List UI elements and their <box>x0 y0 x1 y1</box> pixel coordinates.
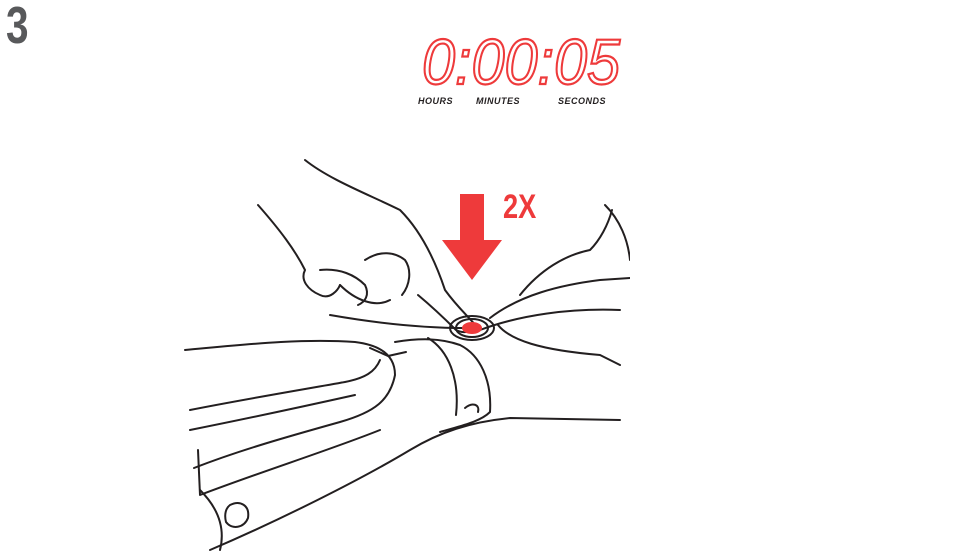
timer-digits: 0:00:05 <box>418 32 628 94</box>
press-arrow-icon <box>442 194 502 280</box>
hoverboard-illustration <box>180 150 630 552</box>
timer-readout: 0:00:05 <box>422 32 620 94</box>
step-number: 3 <box>6 0 28 52</box>
press-count: 2X <box>503 190 536 224</box>
minutes-label: MINUTES <box>476 96 520 106</box>
hours-label: HOURS <box>418 96 453 106</box>
center-body <box>395 339 490 432</box>
seconds-label: SECONDS <box>558 96 606 106</box>
digital-timer: 0:00:05 HOURS MINUTES SECONDS <box>418 32 628 112</box>
